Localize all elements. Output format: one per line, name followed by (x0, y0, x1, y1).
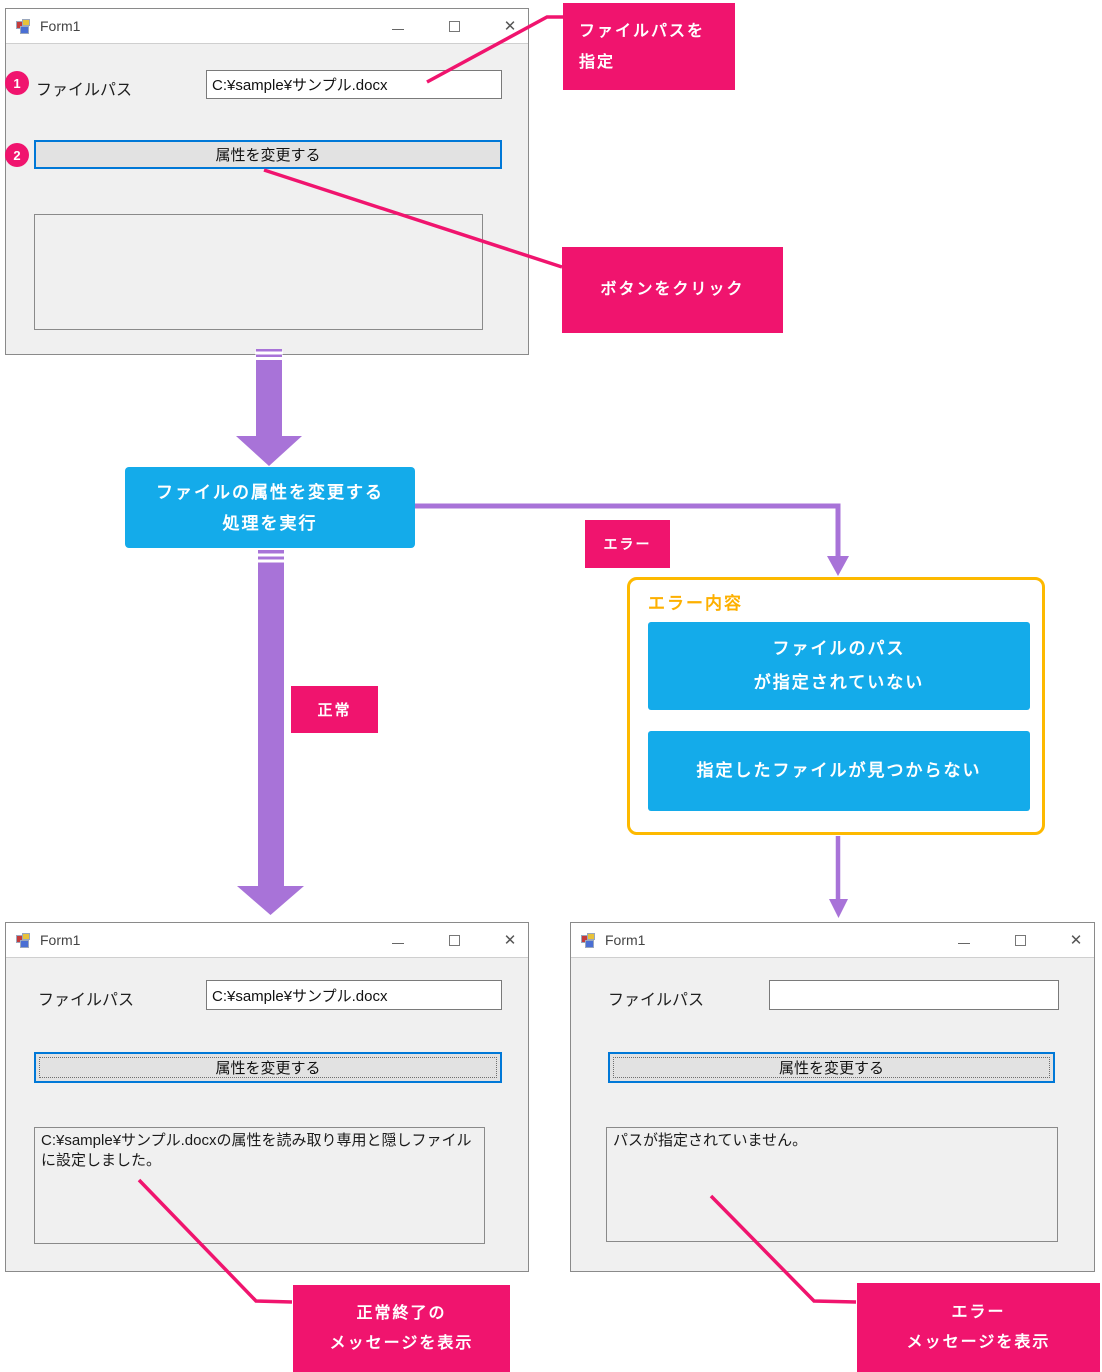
file-path-input[interactable] (206, 70, 502, 99)
change-attribute-button[interactable]: 属性を変更する (34, 140, 502, 169)
titlebar: Form1 ✕ (571, 923, 1094, 958)
minimize-button[interactable] (390, 933, 406, 949)
branch-label-normal: 正常 (291, 686, 378, 733)
branch-label-error: エラー (585, 520, 670, 568)
step-badge-2: 2 (5, 143, 29, 167)
result-message-box: パスが指定されていません。 (606, 1127, 1058, 1242)
callout-click-button: ボタンをクリック (562, 247, 783, 333)
process-box: ファイルの属性を変更する 処理を実行 (125, 467, 415, 548)
maximize-button[interactable] (1012, 933, 1028, 949)
form-window-input: Form1 ✕ ファイルパス 属性を変更する (5, 8, 529, 355)
app-icon (15, 932, 31, 948)
minimize-button[interactable] (956, 933, 972, 949)
callout-normal-result: 正常終了の メッセージを表示 (293, 1285, 510, 1372)
arrow-down-to-error-form-icon (829, 836, 848, 918)
maximize-button[interactable] (446, 933, 462, 949)
file-path-label: ファイルパス (36, 82, 133, 99)
close-button[interactable]: ✕ (1069, 932, 1083, 949)
result-message-box (34, 214, 483, 330)
maximize-button[interactable] (446, 19, 462, 35)
form-window-success: Form1 ✕ ファイルパス 属性を変更する C:¥sample¥サンプル.do… (5, 922, 529, 1272)
close-button[interactable]: ✕ (503, 18, 517, 35)
window-title: Form1 (40, 18, 81, 34)
error-content-box: エラー内容 ファイルのパス が指定されていない 指定したファイルが見つからない (627, 577, 1045, 835)
close-button[interactable]: ✕ (503, 932, 517, 949)
result-message-box: C:¥sample¥サンプル.docxの属性を読み取り専用と隠しファイルに設定し… (34, 1127, 485, 1244)
change-attribute-button[interactable]: 属性を変更する (34, 1052, 502, 1083)
error-item-not-found: 指定したファイルが見つからない (648, 731, 1030, 811)
minimize-button[interactable] (390, 19, 406, 35)
window-title: Form1 (605, 932, 646, 948)
callout-specify-path: ファイルパスを 指定 (563, 3, 735, 90)
file-path-input[interactable] (769, 980, 1059, 1010)
arrow-down-to-process-icon (236, 349, 302, 466)
titlebar: Form1 ✕ (6, 9, 528, 44)
app-icon (580, 932, 596, 948)
step-badge-1: 1 (5, 71, 29, 95)
error-item-no-path: ファイルのパス が指定されていない (648, 622, 1030, 710)
file-path-label: ファイルパス (38, 992, 135, 1009)
window-title: Form1 (40, 932, 81, 948)
error-content-title: エラー内容 (648, 594, 743, 613)
app-icon (15, 18, 31, 34)
file-path-label: ファイルパス (608, 992, 705, 1009)
file-path-input[interactable] (206, 980, 502, 1010)
form-window-error: Form1 ✕ ファイルパス 属性を変更する パスが指定されていません。 (570, 922, 1095, 1272)
callout-error-result: エラー メッセージを表示 (857, 1283, 1100, 1372)
change-attribute-button[interactable]: 属性を変更する (608, 1052, 1055, 1083)
titlebar: Form1 ✕ (6, 923, 528, 958)
